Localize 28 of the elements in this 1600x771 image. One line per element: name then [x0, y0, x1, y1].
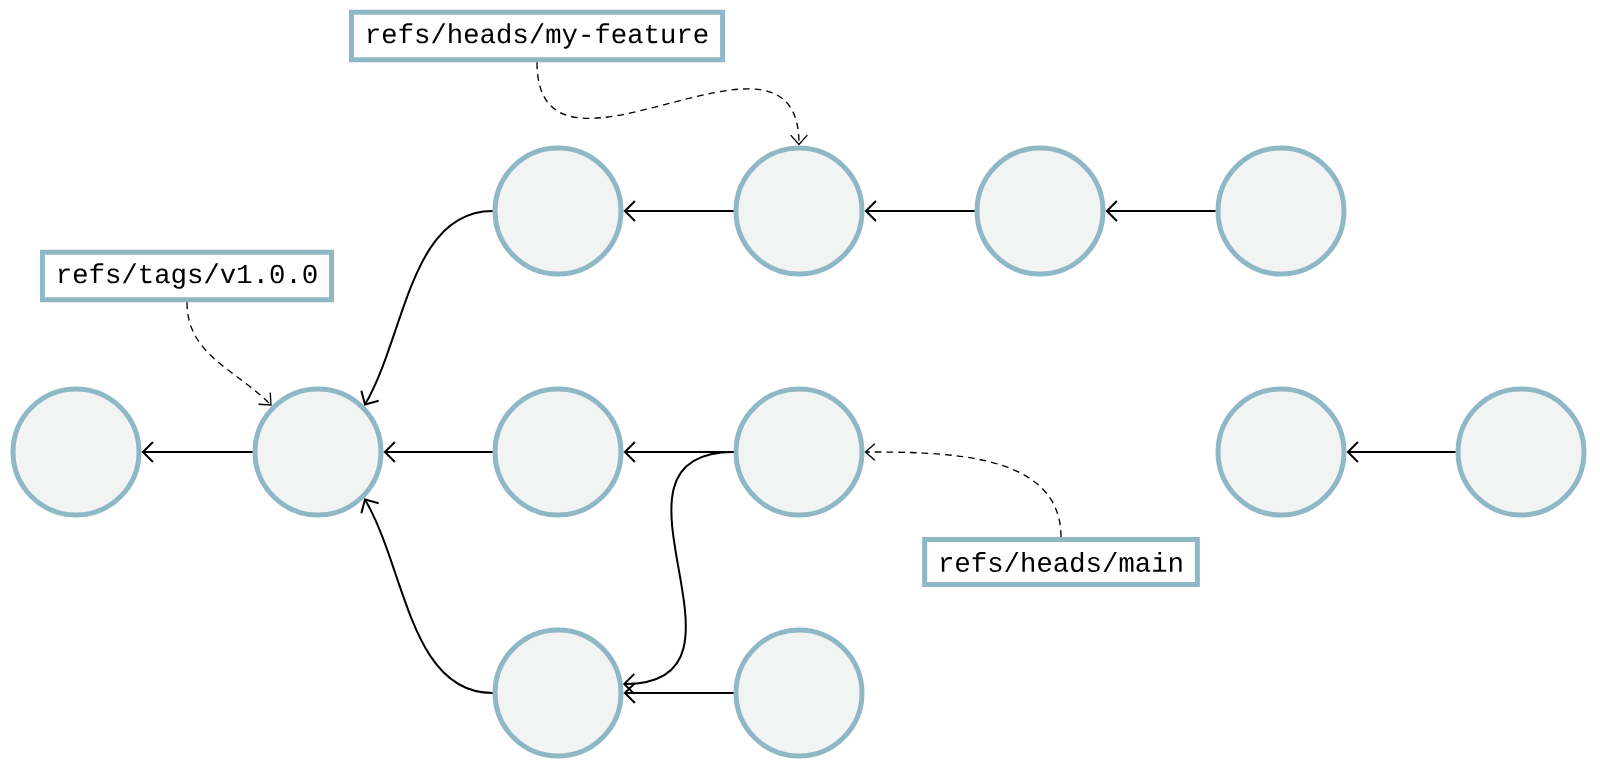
arrow — [141, 441, 254, 463]
commit-circle — [492, 145, 624, 277]
arrow — [623, 200, 735, 222]
commit-circle — [252, 386, 384, 518]
arrow — [622, 451, 735, 695]
arrow — [1346, 441, 1457, 463]
commit-circle — [1455, 386, 1587, 518]
commit-circle — [492, 627, 624, 759]
arrow — [623, 682, 735, 704]
ref-label-box: refs/heads/my-feature — [348, 9, 726, 63]
arrow — [383, 441, 494, 463]
dashed-arrow — [186, 301, 272, 406]
commit-circle — [10, 386, 142, 518]
commit-circle — [733, 145, 865, 277]
commit-circle — [974, 145, 1106, 277]
commit-circle — [492, 386, 624, 518]
commit-circle — [1215, 386, 1347, 518]
ref-label-box: refs/heads/main — [922, 537, 1200, 587]
dashed-arrow — [864, 443, 1062, 538]
dashed-arrow — [536, 61, 808, 146]
arrow — [1105, 200, 1217, 222]
commit-circle — [733, 627, 865, 759]
arrow — [864, 200, 976, 222]
arrow — [360, 210, 494, 406]
commit-circle — [733, 386, 865, 518]
commit-circle — [1215, 145, 1347, 277]
arrow — [360, 498, 494, 694]
ref-label-box: refs/tags/v1.0.0 — [39, 249, 335, 303]
